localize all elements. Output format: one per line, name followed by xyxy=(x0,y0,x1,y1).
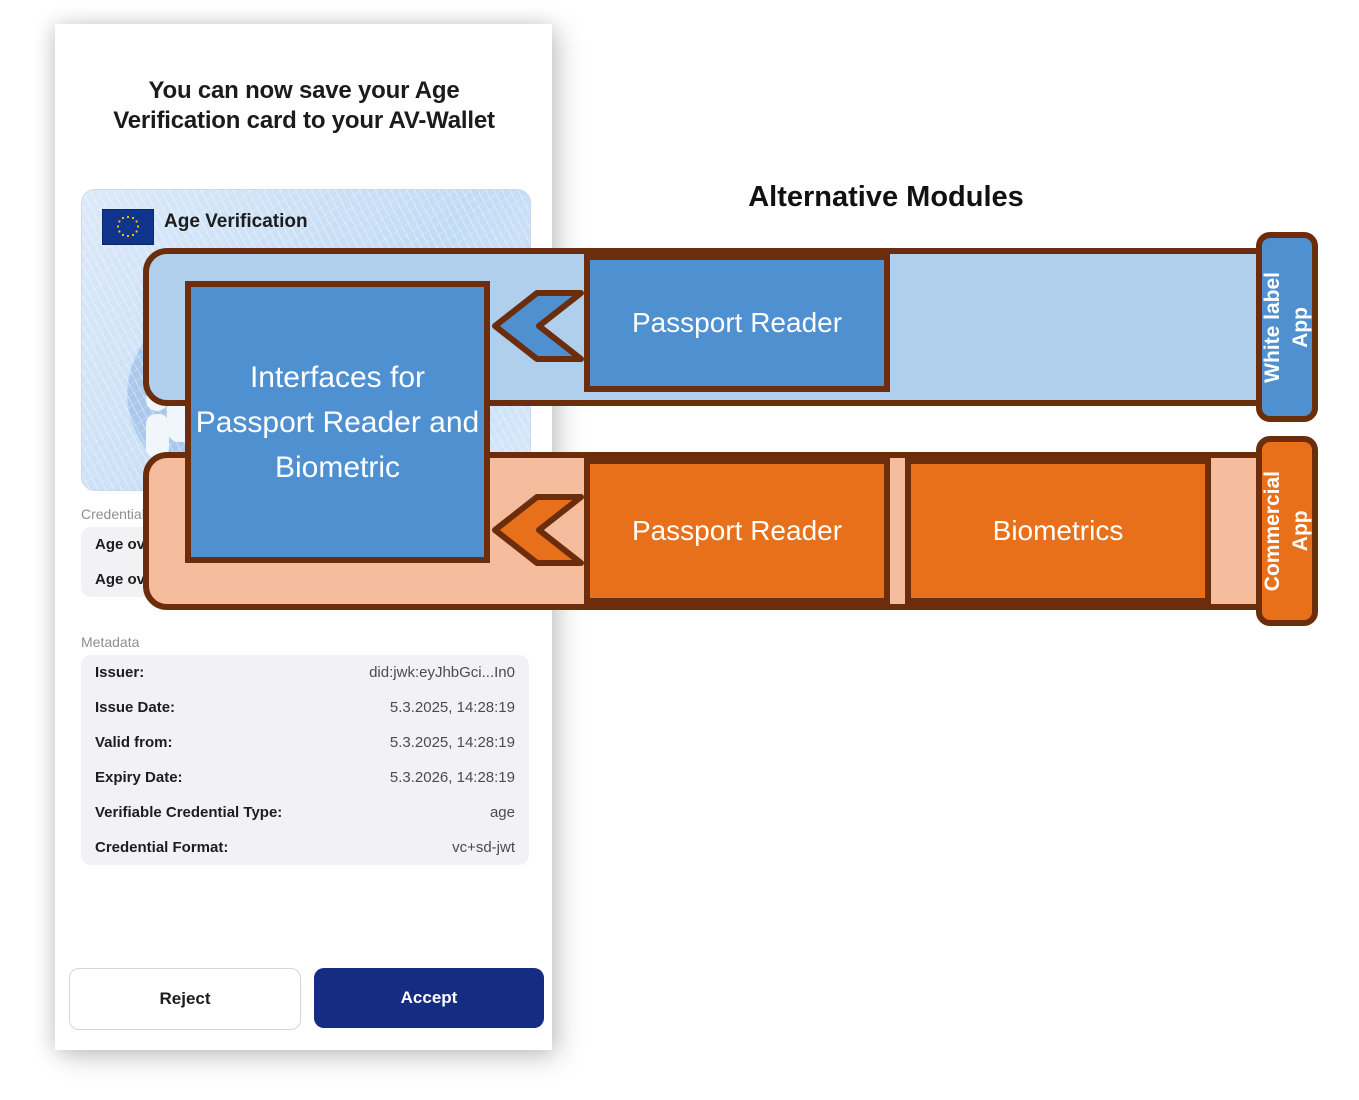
sidebar-tab-label: White label App xyxy=(1261,271,1312,383)
row-key: Valid from: xyxy=(95,734,173,751)
sidebar-tab-white-label-app[interactable]: White label App xyxy=(1256,232,1318,422)
reject-button[interactable]: Reject xyxy=(69,968,301,1030)
module-biometrics-commercial[interactable]: Biometrics xyxy=(905,458,1211,604)
sidebar-tab-commercial-app[interactable]: Commercial App xyxy=(1256,436,1318,626)
card-title: Age Verification xyxy=(164,211,308,232)
table-row: Valid from: 5.3.2025, 14:28:19 xyxy=(81,725,529,760)
row-key: Issuer: xyxy=(95,664,145,681)
module-passport-reader-commercial[interactable]: Passport Reader xyxy=(584,458,890,604)
row-value: 5.3.2026, 14:28:19 xyxy=(389,769,515,786)
metadata-label: Metadata xyxy=(81,634,140,650)
diagram-title: Alternative Modules xyxy=(748,181,1024,213)
row-key: Issue Date: xyxy=(95,699,176,716)
table-row: Issuer: did:jwk:eyJhbGci...In0 xyxy=(81,655,529,690)
module-passport-reader-white-label[interactable]: Passport Reader xyxy=(584,254,890,392)
row-value: did:jwk:eyJhbGci...In0 xyxy=(369,664,515,681)
chevron-left-icon-blue xyxy=(492,290,584,362)
row-value: 5.3.2025, 14:28:19 xyxy=(389,699,515,716)
row-value: 5.3.2025, 14:28:19 xyxy=(389,734,515,751)
row-value: age xyxy=(489,804,515,821)
metadata-table: Issuer: did:jwk:eyJhbGci...In0 Issue Dat… xyxy=(81,655,529,865)
table-row: Issue Date: 5.3.2025, 14:28:19 xyxy=(81,690,529,725)
table-row: Expiry Date: 5.3.2026, 14:28:19 xyxy=(81,760,529,795)
accept-button[interactable]: Accept xyxy=(314,968,544,1028)
row-value: vc+sd-jwt xyxy=(452,839,515,856)
table-row: Credential Format: vc+sd-jwt xyxy=(81,830,529,865)
sidebar-tab-label: Commercial App xyxy=(1261,470,1312,592)
eu-flag-icon xyxy=(102,209,154,245)
page-title: You can now save your Age Verification c… xyxy=(113,77,495,134)
row-key: Expiry Date: xyxy=(95,769,183,786)
row-key: Credential Format: xyxy=(95,839,229,856)
row-key: Verifiable Credential Type: xyxy=(95,804,283,821)
interfaces-callout-box: Interfaces for Passport Reader and Biome… xyxy=(185,281,490,563)
chevron-left-icon-orange xyxy=(492,494,584,566)
table-row: Verifiable Credential Type: age xyxy=(81,795,529,830)
